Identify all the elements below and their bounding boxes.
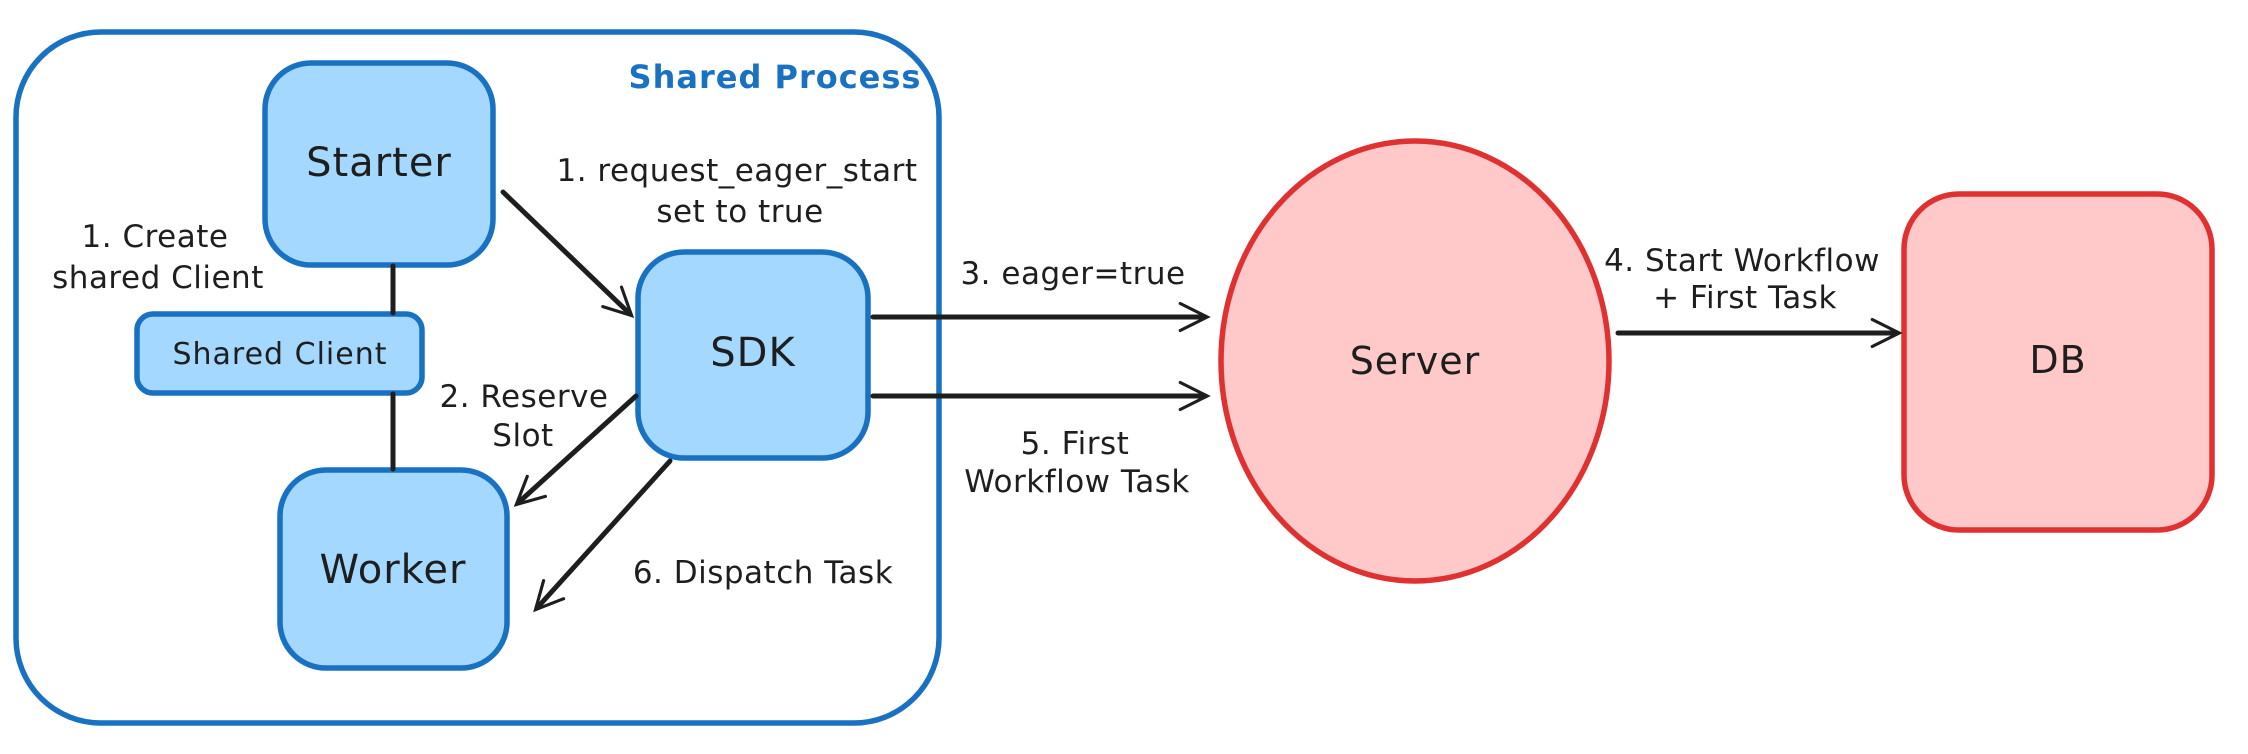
arrow-starter-sdk: [500, 189, 635, 318]
worker-label: Worker: [320, 547, 467, 593]
server-node: [1218, 138, 1612, 584]
server-label: Server: [1350, 339, 1481, 383]
starter-label: Starter: [306, 140, 452, 186]
starter-node: [262, 60, 496, 268]
shared-client-node: [134, 311, 425, 396]
shared-process-box: [13, 29, 942, 726]
db-node: [1901, 191, 2215, 533]
arrow-sdk-worker-reserve: [513, 393, 639, 507]
annotation-first-workflow-task-line1: 5. First: [1021, 426, 1130, 462]
shared-client-label: Shared Client: [172, 337, 387, 372]
db-label: DB: [2029, 338, 2086, 382]
annotation-reserve-slot-line2: Slot: [492, 418, 553, 454]
sdk-node: [635, 249, 871, 461]
annotation-eager-true: 3. eager=true: [960, 256, 1185, 292]
arrow-sdk-worker-dispatch: [533, 458, 673, 613]
annotation-request-eager-start-line2: set to true: [656, 194, 823, 230]
annotation-create-shared-client-line2: shared Client: [52, 260, 264, 296]
annotation-dispatch-task: 6. Dispatch Task: [633, 555, 893, 591]
shared-process-label: Shared Process: [629, 58, 922, 96]
annotation-reserve-slot-line1: 2. Reserve: [439, 379, 608, 415]
annotation-first-workflow-task-line2: Workflow Task: [964, 464, 1190, 500]
sdk-label: SDK: [710, 330, 796, 376]
annotation-create-shared-client-line1: 1. Create: [82, 219, 229, 255]
annotation-start-workflow-line1: 4. Start Workflow: [1604, 243, 1880, 279]
annotation-request-eager-start-line1: 1. request_eager_start: [556, 153, 917, 189]
annotation-start-workflow-line2: + First Task: [1653, 280, 1837, 316]
